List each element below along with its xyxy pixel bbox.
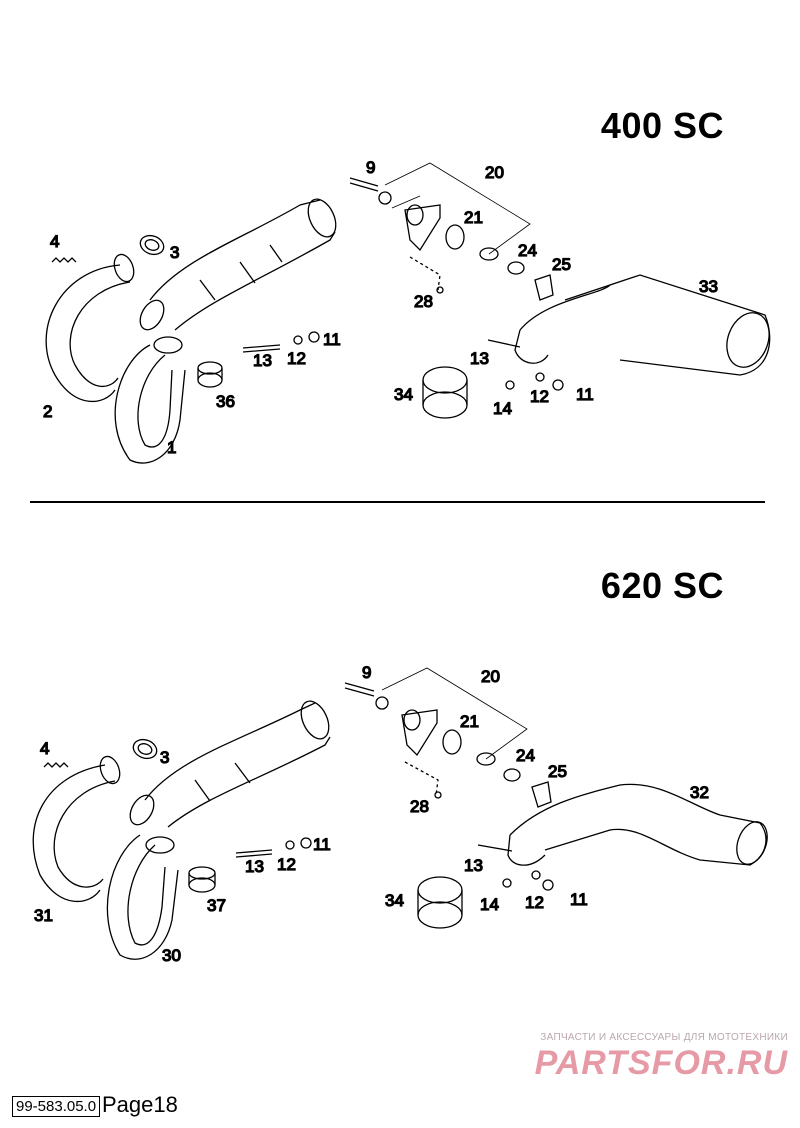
callout: 34 [394,385,413,404]
ring-34 [423,367,467,393]
ring-36 [198,373,222,387]
bracket-20 [405,205,440,250]
washer-14 [506,381,514,389]
watermark-tagline: ЗАПЧАСТИ И АКСЕССУАРЫ ДЛЯ МОТОТЕХНИКИ [540,1032,788,1043]
callout: 2 [43,402,52,421]
bolt-9 [345,683,374,696]
nut-11-left [301,838,311,848]
callout: 11 [323,330,341,349]
ring-34 [418,877,462,903]
bolt-13-right [488,340,520,347]
bracket-20 [402,710,437,755]
callout: 21 [460,712,479,731]
bolt-28 [435,792,441,798]
ring-37 [189,878,215,892]
header-pipe-31 [33,765,105,901]
rubber-21 [443,730,461,754]
spring-4 [52,258,76,262]
gasket-3 [138,232,167,257]
callout: 12 [287,349,306,368]
callout: 13 [253,351,272,370]
callout: 11 [570,890,588,909]
callout: 24 [518,241,537,260]
washer-12-right [536,373,544,381]
washer-12-left [294,336,302,344]
callout: 28 [410,797,429,816]
header-pipe-30 [107,835,178,959]
bolt-28 [437,287,443,293]
callout: 25 [552,255,571,274]
exploded-diagram-620sc: 3 4 9 11 11 12 12 13 13 14 20 21 24 25 2… [0,662,800,966]
callout: 14 [493,399,512,418]
clip-25 [532,782,551,807]
model-title-400sc: 400 SC [600,105,724,146]
callout: 34 [385,891,404,910]
nut-11-right [543,880,553,890]
callout: 36 [216,392,235,411]
callout: 3 [170,243,179,262]
spring-4 [44,763,68,767]
callout: 9 [366,158,375,177]
watermark-logo: PARTSFOR.RU [534,1044,788,1082]
bolt-9 [350,178,378,191]
header-pipe-2 [46,265,120,401]
collector-pipe [145,703,315,800]
callout: 11 [313,835,331,854]
collector-pipe [150,200,320,300]
nut-11-left [309,332,319,342]
silencer-33 [520,275,770,375]
section-divider [30,501,765,503]
document-code: 99-583.05.0 [12,1096,101,1117]
washer-12-left [286,841,294,849]
callout: 13 [470,349,489,368]
washer-24 [508,262,524,274]
callout: 13 [245,857,264,876]
callout: 4 [40,739,49,758]
callout: 4 [50,232,59,251]
callout: 20 [481,667,500,686]
section-620sc: 620 SC [0,505,800,1035]
bolt-13-right [478,845,512,851]
silencer-32 [510,784,766,865]
callout: 33 [699,277,718,296]
bolt-13-left [236,850,272,857]
callout: 31 [34,906,53,925]
callout: 12 [277,855,296,874]
gasket-3 [131,736,160,761]
callout: 25 [548,762,567,781]
callout: 32 [690,783,709,802]
callout: 30 [162,946,181,965]
rubber-21 [446,225,464,249]
callout: 9 [362,663,371,682]
nut-11-right [553,380,563,390]
washer-14 [503,879,511,887]
callout: 28 [414,292,433,311]
callout: 1 [167,438,176,457]
callout: 20 [485,163,504,182]
callout: 12 [530,387,549,406]
clip-25 [535,275,553,300]
callout: 24 [516,746,535,765]
exploded-diagram-400sc: 1 2 3 4 9 11 11 12 12 13 13 14 20 21 24 … [42,157,800,500]
callout: 3 [160,748,169,767]
callout: 37 [207,896,226,915]
model-title-620sc: 620 SC [600,565,724,606]
callout: 11 [576,385,594,404]
washer-20 [480,248,498,260]
washer-24 [504,769,520,781]
callout: 21 [464,208,483,227]
callout: 13 [464,856,483,875]
page-number: Page18 [102,1092,178,1117]
callout: 12 [525,893,544,912]
callout: 14 [480,895,499,914]
section-400sc: 400 SC [0,0,800,500]
bolt-13-left [243,345,280,352]
header-pipe-1 [115,345,185,463]
watermark: ЗАПЧАСТИ И АКСЕССУАРЫ ДЛЯ МОТОТЕХНИКИ PA… [488,1032,788,1083]
washer-20 [477,753,495,765]
washer-12-right [532,871,540,879]
